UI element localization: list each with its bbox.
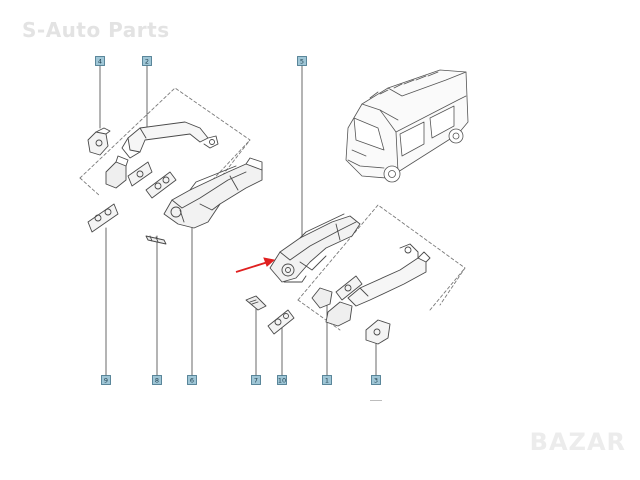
callout-2: 2 xyxy=(142,56,152,66)
small-mark xyxy=(370,400,382,401)
callout-8: 8 xyxy=(152,375,162,385)
callout-label: 8 xyxy=(155,376,159,384)
callout-10: 10 xyxy=(277,375,287,385)
callout-label: 7 xyxy=(254,376,258,384)
callout-label: 3 xyxy=(374,376,378,384)
callout-3: 3 xyxy=(371,375,381,385)
callout-label: 6 xyxy=(190,376,194,384)
callout-label: 2 xyxy=(145,57,149,65)
watermark: S-Auto Parts xyxy=(22,18,170,42)
callout-9: 9 xyxy=(101,375,111,385)
gasket-part-10 xyxy=(267,309,295,335)
leader-lines xyxy=(99,65,377,376)
callout-4: 4 xyxy=(95,56,105,66)
callout-label: 4 xyxy=(98,57,102,65)
handle-part-1 xyxy=(347,243,431,307)
handle-frame-part-5 xyxy=(269,213,361,283)
screw-part-8 xyxy=(145,235,167,245)
callout-label: 5 xyxy=(300,57,304,65)
van-illustration xyxy=(345,69,469,183)
handle-frame-part-6 xyxy=(163,157,263,229)
callout-label: 9 xyxy=(104,376,108,384)
end-cap-part-3 xyxy=(365,319,391,345)
screw-part-7 xyxy=(245,295,267,311)
insert-parts-left xyxy=(87,155,177,233)
callout-7: 7 xyxy=(251,375,261,385)
handle-part-2 xyxy=(121,121,219,159)
callout-6: 6 xyxy=(187,375,197,385)
brand-logo: BAZAR xyxy=(529,428,626,456)
callout-label: 10 xyxy=(278,376,286,384)
insert-parts-right xyxy=(311,275,363,327)
right-assembly-frame xyxy=(297,204,466,331)
callout-label: 1 xyxy=(325,376,329,384)
callout-1: 1 xyxy=(322,375,332,385)
end-cap-part-4 xyxy=(87,127,111,156)
callout-5: 5 xyxy=(297,56,307,66)
red-arrow xyxy=(235,257,276,273)
